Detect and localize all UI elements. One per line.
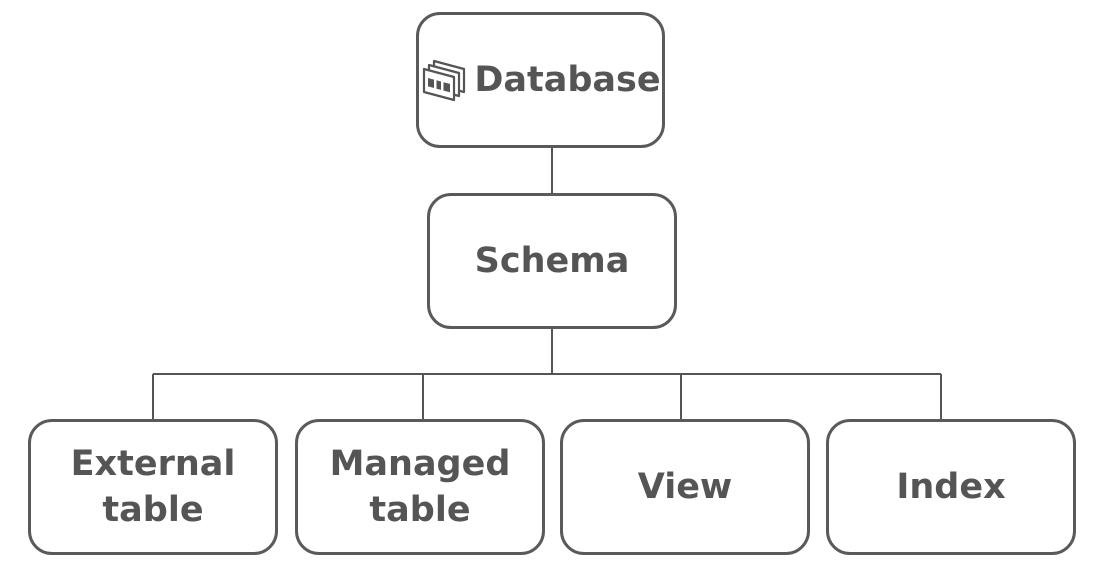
view-label: View: [637, 467, 733, 507]
index-node: Index: [826, 419, 1076, 555]
schema-label: Schema: [474, 241, 630, 281]
schema-node: Schema: [427, 193, 677, 329]
database-node: Database: [416, 12, 665, 148]
managed-table-node: Managed table: [295, 419, 545, 555]
external-table-node: External table: [28, 419, 278, 555]
database-label: Database: [474, 60, 661, 100]
managed-table-label: Managed table: [329, 444, 511, 530]
database-cards-icon: [420, 58, 468, 102]
view-node: View: [560, 419, 810, 555]
index-label: Index: [896, 467, 1006, 507]
external-table-label: External table: [70, 444, 236, 530]
database-node-content: Database: [420, 57, 661, 103]
